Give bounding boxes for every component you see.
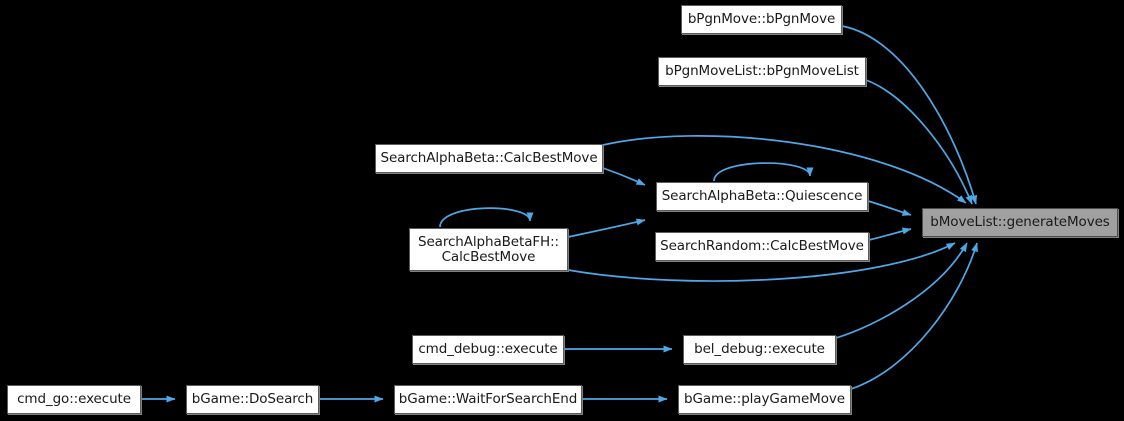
call-edge (865, 79, 973, 205)
graph-node-n7[interactable]: cmd_debug::execute (412, 335, 564, 364)
call-edge (835, 242, 968, 339)
call-edge (867, 200, 912, 216)
graph-node-n3[interactable]: SearchAlphaBeta::Quiescence (656, 182, 868, 211)
graph-node-n9[interactable]: cmd_go::execute (7, 385, 141, 414)
call-edge (567, 242, 956, 282)
call-edge (713, 162, 814, 182)
call-edge (602, 167, 646, 186)
graph-node-n10[interactable]: bGame::DoSearch (186, 385, 319, 414)
graph-node-n8[interactable]: bel_debug::execute (683, 335, 836, 364)
call-edge (841, 25, 978, 205)
graph-node-n0[interactable]: bPgnMove::bPgnMove (681, 5, 842, 34)
call-edge (439, 207, 534, 228)
graph-node-n4[interactable]: SearchAlphaBetaFH:: CalcBestMove (409, 228, 568, 271)
call-edge (868, 227, 912, 241)
edge-paths (141, 25, 978, 403)
graph-node-n12[interactable]: bGame::playGameMove (678, 385, 851, 414)
call-edge (567, 218, 646, 238)
graph-node-n1[interactable]: bPgnMoveList::bPgnMoveList (658, 57, 866, 86)
graph-node-n2[interactable]: SearchAlphaBeta::CalcBestMove (375, 144, 603, 173)
graph-node-n11[interactable]: bGame::WaitForSearchEnd (394, 385, 582, 414)
call-edge (850, 242, 978, 390)
graph-node-n5[interactable]: SearchRandom::CalcBestMove (655, 232, 869, 261)
graph-node-n6[interactable]: bMoveList::generateMoves (922, 208, 1118, 237)
call-edge (602, 135, 967, 204)
